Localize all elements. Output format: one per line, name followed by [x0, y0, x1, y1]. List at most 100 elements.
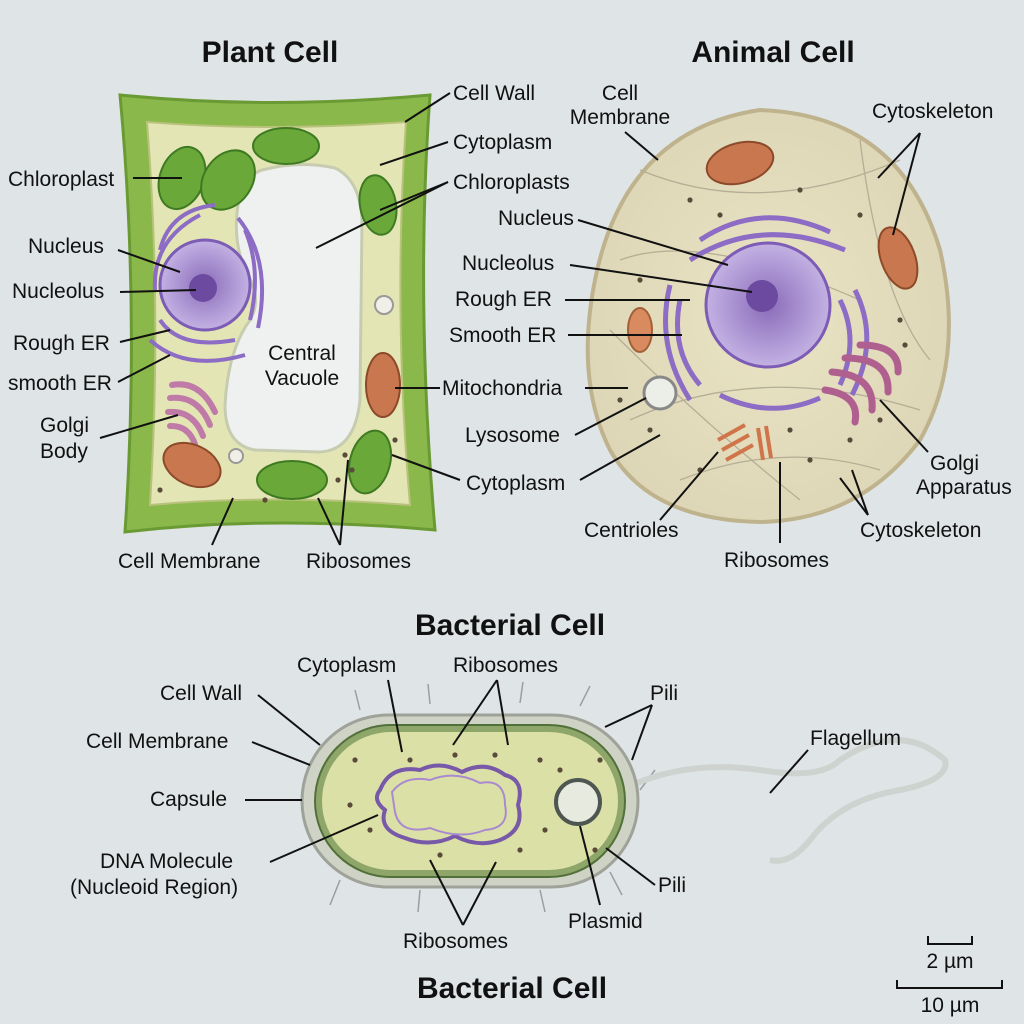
animal-label-golgi-line1: Golgi [930, 452, 979, 475]
animal-label-nucleus: Nucleus [498, 207, 574, 230]
leader-lines [99, 92, 1003, 989]
bacterial-label-flagellum: Flagellum [810, 727, 901, 750]
scale-label-small: 2 µm [926, 950, 973, 973]
ribosome-dot [347, 802, 353, 808]
plant-central-vacuole [223, 162, 364, 454]
ribosome-dot [157, 487, 163, 493]
plant-label-chloroplast: Chloroplast [8, 168, 114, 191]
ribosome-dot [335, 477, 341, 483]
animal-label-lysosome: Lysosome [465, 424, 560, 447]
bacterial-label-plasmid: Plasmid [568, 910, 643, 933]
bacterial-label-ribosomes-top: Ribosomes [453, 654, 558, 677]
ribosome-dot [492, 752, 498, 758]
ribosome-dot [787, 427, 793, 433]
plant-label-rough-er: Rough ER [13, 332, 110, 355]
ribosome-dot [517, 847, 523, 853]
plant-label-cell-wall: Cell Wall [453, 82, 535, 105]
animal-label-membrane-line2: Membrane [570, 106, 670, 129]
title-bacterial-cell-bottom: Bacterial Cell [417, 972, 607, 1005]
animal-label-ribosomes: Ribosomes [724, 549, 829, 572]
plant-label-mitochondria: Mitochondria [442, 377, 563, 400]
bacterial-dna-inner [390, 774, 507, 836]
animal-label-cytoskeleton-bottom: Cytoskeleton [860, 519, 981, 542]
plant-label-chloroplasts: Chloroplasts [453, 171, 570, 194]
bacterial-label-dna-line2: (Nucleoid Region) [70, 876, 238, 899]
ribosome-dot [592, 847, 598, 853]
animal-centrioles [717, 423, 773, 462]
ribosome-dot [542, 827, 548, 833]
ribosome-dot [877, 417, 883, 423]
plant-label-ribosomes: Ribosomes [306, 550, 411, 573]
plant-nucleolus [189, 274, 217, 302]
scale-label-large: 10 µm [921, 994, 980, 1017]
plant-label-vacuole-line1: Central [268, 342, 336, 365]
animal-cell [585, 107, 951, 525]
animal-label-nucleolus: Nucleolus [462, 252, 554, 275]
animal-label-golgi-line2: Apparatus [916, 476, 1012, 499]
plant-vesicle-lower [228, 448, 244, 464]
bacterial-label-capsule: Capsule [150, 788, 227, 811]
ribosome-dot [687, 197, 693, 203]
bacterial-dna-nucleoid [374, 763, 522, 846]
bacterial-plasmid [554, 778, 602, 826]
ribosome-dot [349, 467, 355, 473]
ribosome-dot [647, 427, 653, 433]
ribosome-dot [262, 497, 268, 503]
bacterial-label-ribosomes-bottom: Ribosomes [403, 930, 508, 953]
plant-label-cytoplasm-top: Cytoplasm [453, 131, 552, 154]
plant-vesicle [374, 295, 394, 315]
plant-label-nucleus: Nucleus [28, 235, 104, 258]
ribosome-dot [637, 277, 643, 283]
plant-label-cytoplasm-bottom: Cytoplasm [466, 472, 565, 495]
ribosome-dot [392, 437, 398, 443]
bacterial-flagellum [630, 737, 949, 864]
ribosome-dot [537, 757, 543, 763]
animal-label-smooth-er: Smooth ER [449, 324, 556, 347]
animal-nucleolus [746, 280, 778, 312]
plant-label-smooth-er: smooth ER [8, 372, 112, 395]
ribosome-dot [847, 437, 853, 443]
ribosome-dot [557, 767, 563, 773]
animal-mitochondrion-top [705, 140, 775, 186]
plant-label-golgi-line2: Body [40, 440, 88, 463]
ribosome-dot [367, 827, 373, 833]
plant-label-nucleolus: Nucleolus [12, 280, 104, 303]
plant-endoplasmic-reticulum [148, 203, 265, 363]
animal-label-cytoskeleton-top: Cytoskeleton [872, 100, 993, 123]
animal-lysosome [642, 375, 678, 411]
ribosome-dot [717, 212, 723, 218]
labels: Plant Cell Animal Cell Bacterial Cell Ba… [8, 36, 1012, 1017]
bacterial-cell [300, 681, 949, 913]
animal-mitochondrion-right [877, 226, 919, 290]
title-animal-cell: Animal Cell [691, 36, 854, 69]
animal-label-membrane-line1: Cell [602, 82, 638, 105]
ribosome-dot [352, 757, 358, 763]
ribosome-dot [797, 187, 803, 193]
ribosome-dot [897, 317, 903, 323]
ribosome-dot [807, 457, 813, 463]
bacterial-label-cell-membrane: Cell Membrane [86, 730, 228, 753]
ribosome-dot [857, 212, 863, 218]
plant-label-cell-membrane: Cell Membrane [118, 550, 260, 573]
ribosome-dot [902, 342, 908, 348]
title-plant-cell: Plant Cell [202, 36, 339, 69]
animal-golgi-apparatus [821, 341, 902, 426]
ribosome-dot [597, 757, 603, 763]
animal-mitochondrion-left [627, 307, 653, 353]
bacterial-label-pili-bottom: Pili [658, 874, 686, 897]
ribosome-dots [157, 187, 908, 858]
animal-label-centrioles: Centrioles [584, 519, 679, 542]
bacterial-label-cytoplasm: Cytoplasm [297, 654, 396, 677]
ribosome-dot [452, 752, 458, 758]
ribosome-dot [437, 852, 443, 858]
plant-golgi-body [165, 381, 218, 447]
animal-label-rough-er: Rough ER [455, 288, 552, 311]
ribosome-dot [407, 757, 413, 763]
bacterial-label-cell-wall: Cell Wall [160, 682, 242, 705]
plant-label-vacuole-line2: Vacuole [265, 367, 339, 390]
plant-cell [118, 93, 437, 534]
ribosome-dot [342, 452, 348, 458]
title-bacterial-cell: Bacterial Cell [415, 609, 605, 642]
